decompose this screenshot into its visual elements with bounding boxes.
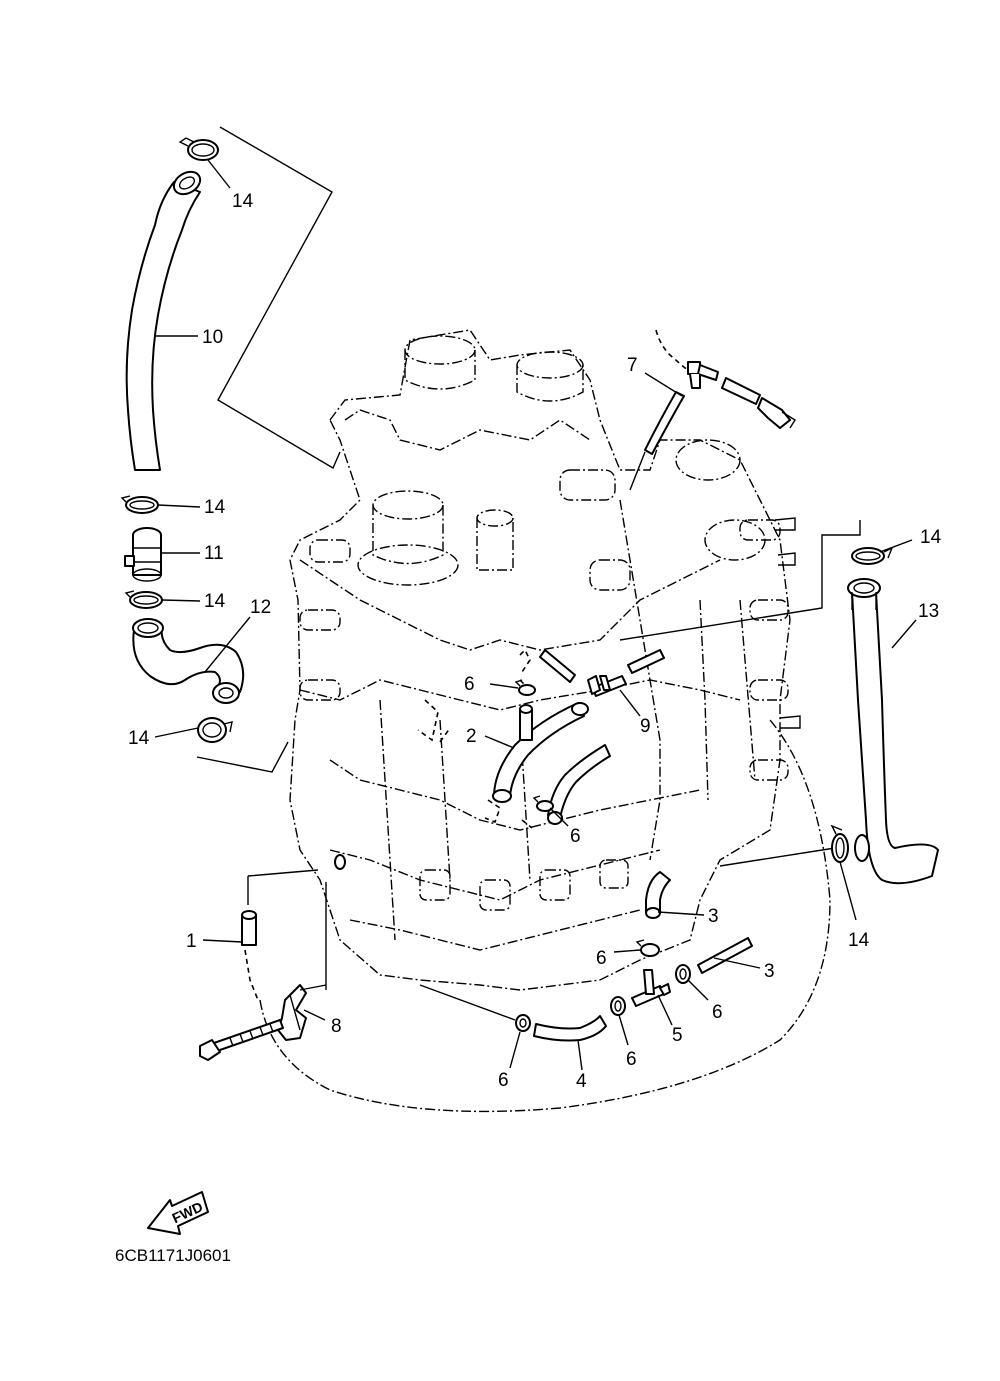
clamp-6-near-5: [610, 996, 626, 1016]
fitting-11: [124, 527, 162, 582]
bracket-8-link: [299, 984, 327, 991]
fwd-arrow-icon: FWD: [147, 1191, 209, 1235]
routing-loop: [259, 719, 831, 1113]
hidden-clamp-lower: [484, 799, 533, 829]
callout-leaders: [154, 159, 917, 1071]
callout-4: 4: [576, 1071, 587, 1092]
callout-14: 14: [204, 497, 226, 518]
hidden-clamp-upper: [519, 648, 531, 691]
hose-3-upper: [645, 871, 671, 913]
callout-14: 14: [128, 728, 150, 749]
hose-9-left: [539, 649, 576, 683]
callout-14: 14: [204, 591, 226, 612]
drawing-code: 6CB1171J0601: [115, 1246, 231, 1265]
hose-4: [533, 1015, 607, 1042]
clamp-14-right-lower: [830, 824, 870, 863]
callout-3: 3: [708, 906, 719, 927]
callout-14: 14: [232, 191, 254, 212]
callout-14: 14: [920, 527, 942, 548]
tee-9: [587, 675, 627, 697]
hose-7-assembly: [629, 329, 796, 491]
hose-3-upper-end: [645, 907, 661, 919]
callout-3: 3: [764, 961, 775, 982]
callout-9: 9: [640, 716, 651, 737]
callout-6: 6: [464, 674, 475, 695]
clamp-6-right-lower: [675, 964, 691, 984]
callout-10: 10: [202, 327, 223, 348]
leader-block-to-4: [419, 984, 516, 1021]
hose-9-right: [627, 649, 665, 674]
clamp-6-under-hose-3: [635, 939, 660, 957]
callout-14: 14: [848, 930, 870, 951]
clamp-14-left-lower: [124, 590, 163, 609]
hose-13-routing-box: [619, 520, 861, 867]
callout-12: 12: [250, 597, 271, 618]
hidden-fitting: [417, 699, 451, 743]
callout-6: 6: [626, 1049, 637, 1070]
hose-1: [241, 910, 259, 1001]
bracket-8-mount: [334, 854, 346, 870]
clamp-14-lower-left: [197, 717, 233, 743]
clamp-6-near-4: [515, 1014, 531, 1032]
callout-6: 6: [596, 948, 607, 969]
clamp-14-left-upper: [120, 495, 159, 514]
bracket-8: [277, 984, 307, 1041]
hose-10: [125, 170, 202, 471]
clamp-6-center-upper: [514, 679, 536, 696]
callout-6: 6: [498, 1070, 509, 1091]
hose-12-routing-line: [196, 741, 289, 773]
callout-13: 13: [918, 601, 939, 622]
hose-13: [847, 578, 939, 885]
hose-1-routing: [247, 869, 319, 905]
hose-12: [132, 618, 245, 704]
callout-5: 5: [672, 1025, 683, 1046]
bolt: [199, 1019, 284, 1061]
tee-5: [631, 969, 671, 1007]
callout-7: 7: [627, 355, 638, 376]
callout-2: 2: [466, 726, 477, 747]
engine-block: [289, 329, 801, 991]
callout-6: 6: [712, 1002, 723, 1023]
clamp-14-top: [178, 137, 219, 161]
callout-8: 8: [331, 1016, 342, 1037]
callout-1: 1: [186, 931, 197, 952]
clamp-6-center-lower: [532, 795, 554, 812]
callout-11: 11: [204, 543, 224, 564]
callout-labels: 14 10 14 11 14 12 14 1 2 3 3 4 5 6 6 6 6…: [128, 191, 942, 1092]
hose-3-lower: [697, 937, 753, 974]
hose-10-routing-box: [217, 126, 341, 470]
callout-6: 6: [570, 826, 581, 847]
